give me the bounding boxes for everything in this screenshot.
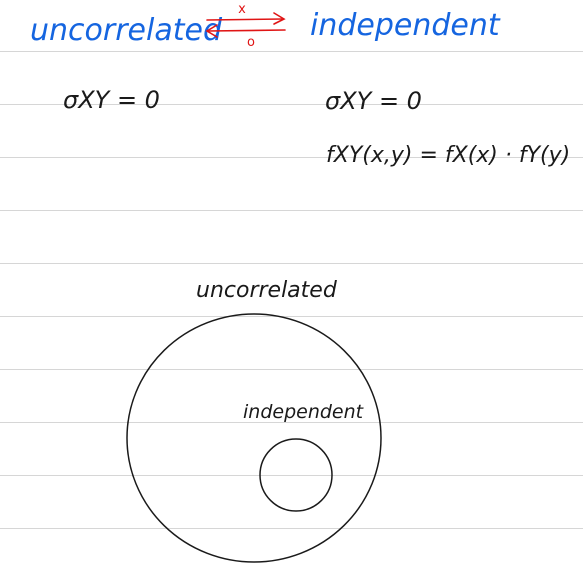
independent-set-circle (259, 438, 333, 512)
ruled-line (0, 210, 583, 211)
outer-set-label: uncorrelated (196, 278, 338, 303)
header-left-term: uncorrelated (30, 13, 223, 48)
backward-arrow-mark: o (247, 35, 255, 50)
inner-set-label: independent (243, 401, 365, 423)
ruled-line (0, 528, 583, 529)
forward-arrowhead (273, 12, 286, 25)
ruled-line (0, 263, 583, 264)
joint-density-factorization: fXY(x,y) = fX(x) · fY(y) (326, 143, 570, 168)
left-covariance-equation: σXY = 0 (63, 86, 160, 114)
right-covariance-equation: σXY = 0 (325, 87, 422, 115)
header-right-term: independent (310, 8, 501, 43)
forward-arrow-mark: x (238, 2, 246, 17)
backward-arrowhead (205, 24, 218, 38)
uncorrelated-set-circle (126, 313, 382, 563)
ruled-line (0, 316, 583, 317)
ruled-line (0, 422, 583, 423)
forward-arrow-shaft (206, 18, 284, 21)
ruled-line (0, 157, 583, 158)
ruled-line (0, 369, 583, 370)
ruled-line (0, 51, 583, 52)
not-equivalent-arrows (205, 12, 286, 38)
backward-arrow-shaft (207, 29, 286, 32)
ruled-line (0, 104, 583, 105)
ruled-line (0, 475, 583, 476)
